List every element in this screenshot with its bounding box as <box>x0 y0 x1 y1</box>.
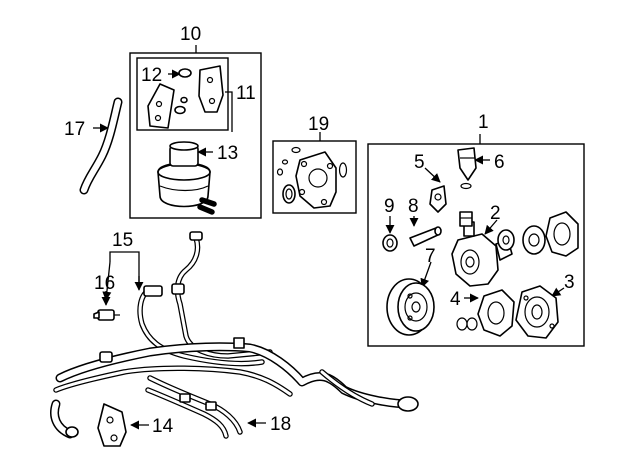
callout-16: 16 <box>94 273 115 294</box>
callout-11: 11 <box>236 83 256 104</box>
return-hose-17 <box>79 97 123 195</box>
seal-ring-9 <box>382 234 398 252</box>
leader-lines <box>93 45 565 430</box>
bracket-bolts-12 <box>174 68 192 115</box>
callout-9: 9 <box>384 196 395 217</box>
callout-3: 3 <box>564 272 575 293</box>
seal-kit-frame <box>272 140 357 214</box>
callout-2: 2 <box>490 203 501 224</box>
callout-6: 6 <box>494 152 505 173</box>
pump-internals <box>497 211 579 257</box>
callout-4: 4 <box>450 289 461 310</box>
bracket-subgroup-frame <box>136 57 229 131</box>
callout-14: 14 <box>152 416 174 437</box>
callout-7: 7 <box>425 246 436 267</box>
callout-10: 10 <box>180 24 201 45</box>
reservoir-tank-13 <box>157 141 217 215</box>
callout-17: 17 <box>64 119 85 140</box>
pump-gasket-4 <box>456 289 515 337</box>
control-valve-8 <box>409 226 442 247</box>
reservoir-bracket-11 <box>147 65 224 129</box>
pressure-switch-16 <box>93 309 120 321</box>
callout-15: 15 <box>112 230 133 251</box>
callout-13: 13 <box>217 143 238 164</box>
rear-housing-3 <box>515 285 559 339</box>
callout-12: 12 <box>141 65 162 86</box>
callout-1: 1 <box>478 112 489 133</box>
callout-19: 19 <box>308 114 329 135</box>
pressure-line-15 <box>137 231 273 367</box>
lower-hose-assembly <box>50 337 419 439</box>
line-bracket-14 <box>97 403 127 447</box>
union-fitting-6 <box>457 147 477 227</box>
callout-labels: 1 2 3 4 5 6 7 8 9 10 11 12 13 14 15 16 1… <box>64 24 575 437</box>
cooler-tube-18 <box>145 375 243 439</box>
pump-assembly-frame <box>367 143 585 347</box>
callout-8: 8 <box>408 196 419 217</box>
callout-18: 18 <box>270 414 291 435</box>
suction-port-5 <box>429 185 447 213</box>
pump-pulley-7 <box>386 278 435 336</box>
pump-seal-kit-19 <box>276 146 348 209</box>
callout-5: 5 <box>414 152 425 173</box>
